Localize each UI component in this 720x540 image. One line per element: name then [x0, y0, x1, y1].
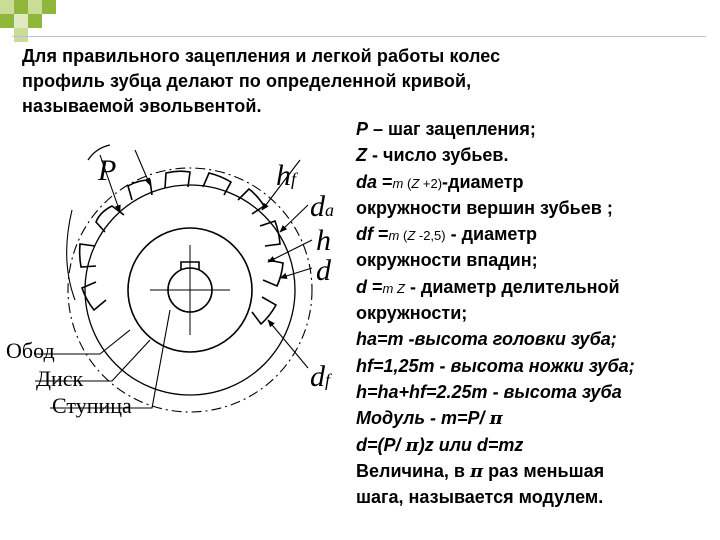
- def-line-6: окружности впадин;: [356, 250, 538, 271]
- decorative-squares: [0, 0, 720, 42]
- def-line-12: Модуль - m=P/ π: [356, 408, 503, 430]
- deco-square: [14, 28, 28, 42]
- disk-circle: [127, 227, 253, 353]
- rim-leader: [35, 329, 131, 355]
- deco-square: [14, 0, 28, 14]
- deco-square: [42, 0, 56, 14]
- def-line-7: d =m Z - диаметр делительной: [356, 276, 620, 297]
- deco-square: [14, 14, 28, 28]
- intro-text: Для правильного зацепления и легкой рабо…: [22, 44, 702, 119]
- gear-diagram: P hf da h d df Обод Диск Ступица: [6, 144, 334, 418]
- hub-leader: [50, 309, 171, 409]
- label-h: h: [316, 224, 331, 257]
- def-line-14: Величина, в π раз меньшая: [356, 460, 605, 482]
- label-obod: Обод: [6, 338, 55, 363]
- label-da: da: [310, 190, 334, 223]
- disk-leader: [35, 339, 151, 382]
- intro-line-2: профиль зубца делают по определенной кри…: [22, 71, 472, 91]
- deco-square: [0, 14, 14, 28]
- def-line-4: окружности вершин зубьев ;: [356, 197, 613, 218]
- def-line-9: ha=m -высота головки зуба;: [356, 329, 617, 350]
- intro-line-3: называемой эвольвентой.: [22, 96, 262, 116]
- pitch-circle: [67, 167, 313, 413]
- def-line-10: hf=1,25m - высота ножки зуба;: [356, 355, 635, 376]
- label-stupica: Ступица: [52, 393, 132, 418]
- deco-square: [28, 14, 42, 28]
- def-line-3: da =m (Z +2)-диаметр: [356, 171, 524, 192]
- def-line-8: окружности;: [356, 303, 468, 324]
- label-df: df: [310, 360, 333, 393]
- definitions-text: P – шаг зацепления; Z - число зубьев. da…: [356, 116, 716, 510]
- pitch-arc: [87, 144, 111, 161]
- label-p: P: [97, 154, 116, 187]
- def-line-2: Z - число зубьев.: [356, 145, 509, 166]
- deco-square: [28, 0, 42, 14]
- def-line-13: d=(P/ π)z или d=mz: [356, 434, 524, 456]
- gear-teeth: [78, 170, 284, 326]
- top-divider: [12, 36, 706, 37]
- def-line-1: P – шаг зацепления;: [356, 119, 536, 139]
- label-hf: hf: [276, 159, 299, 192]
- def-line-5: df =m (Z -2,5) - диаметр: [356, 224, 538, 245]
- root-circle: [84, 184, 296, 396]
- intro-line-1: Для правильного зацепления и легкой рабо…: [22, 46, 501, 66]
- def-line-11: h=ha+hf=2.25m - высота зуба: [356, 381, 622, 402]
- label-disk: Диск: [36, 366, 84, 391]
- label-d: d: [316, 254, 332, 287]
- def-line-15: шага, называется модулем.: [356, 487, 604, 508]
- deco-square: [0, 0, 14, 14]
